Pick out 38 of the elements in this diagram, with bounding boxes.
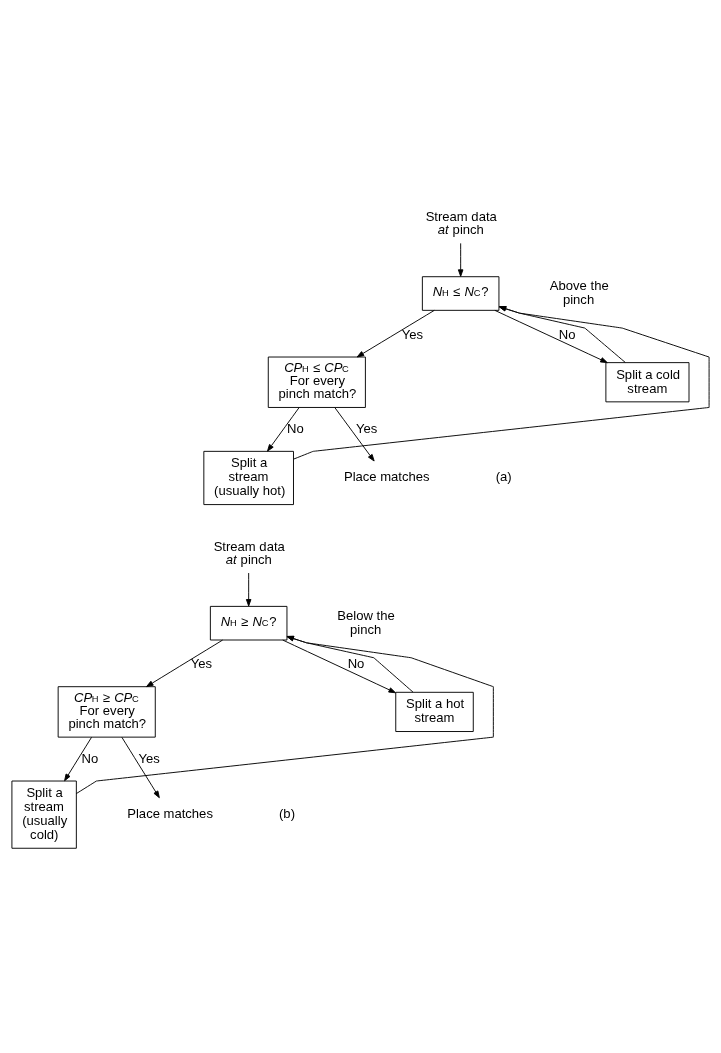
label: (b) xyxy=(279,805,295,821)
arrow xyxy=(146,639,224,687)
node-text: Stream data at pinch xyxy=(213,538,285,567)
node-box: Split a hot stream xyxy=(395,691,474,732)
arrow xyxy=(64,736,93,781)
edge-label: Yes xyxy=(401,326,424,342)
edge-label: Yes xyxy=(138,750,160,766)
edge-label: No xyxy=(347,655,365,671)
arrow xyxy=(121,736,160,798)
edge-label: No xyxy=(558,326,576,342)
node-box: CPH ≤ CPC For every pinch match? xyxy=(267,356,366,408)
node-box: CPH ≥ CPC For every pinch match? xyxy=(57,685,156,738)
node-box: Split a stream (usually hot) xyxy=(203,450,294,505)
edge-label: No xyxy=(81,750,99,766)
node-text: Place matches xyxy=(343,468,430,484)
label: (a) xyxy=(495,468,512,484)
arrow xyxy=(356,309,435,357)
arrow xyxy=(267,406,300,452)
node-box: Split a stream (usually cold) xyxy=(11,780,77,849)
node-box: Split a cold stream xyxy=(605,361,690,402)
label: Below the pinch xyxy=(337,607,395,637)
node-text: Stream data at pinch xyxy=(425,208,497,237)
arrow xyxy=(334,406,375,461)
edge-label: Yes xyxy=(190,655,213,671)
arrow xyxy=(494,309,608,363)
edge-label: Yes xyxy=(356,420,378,436)
arrow xyxy=(75,635,494,794)
node-text: Place matches xyxy=(127,805,213,821)
arrow xyxy=(245,572,252,606)
arrow xyxy=(293,305,710,460)
arrow xyxy=(286,635,414,693)
node-box: NH ≥ NC? xyxy=(209,605,288,640)
edge-label: No xyxy=(286,420,304,436)
arrow xyxy=(498,305,626,363)
node-box: NH ≤ NC? xyxy=(421,275,500,311)
arrow xyxy=(457,242,464,277)
arrow xyxy=(282,639,396,693)
label: Above the pinch xyxy=(549,277,609,307)
